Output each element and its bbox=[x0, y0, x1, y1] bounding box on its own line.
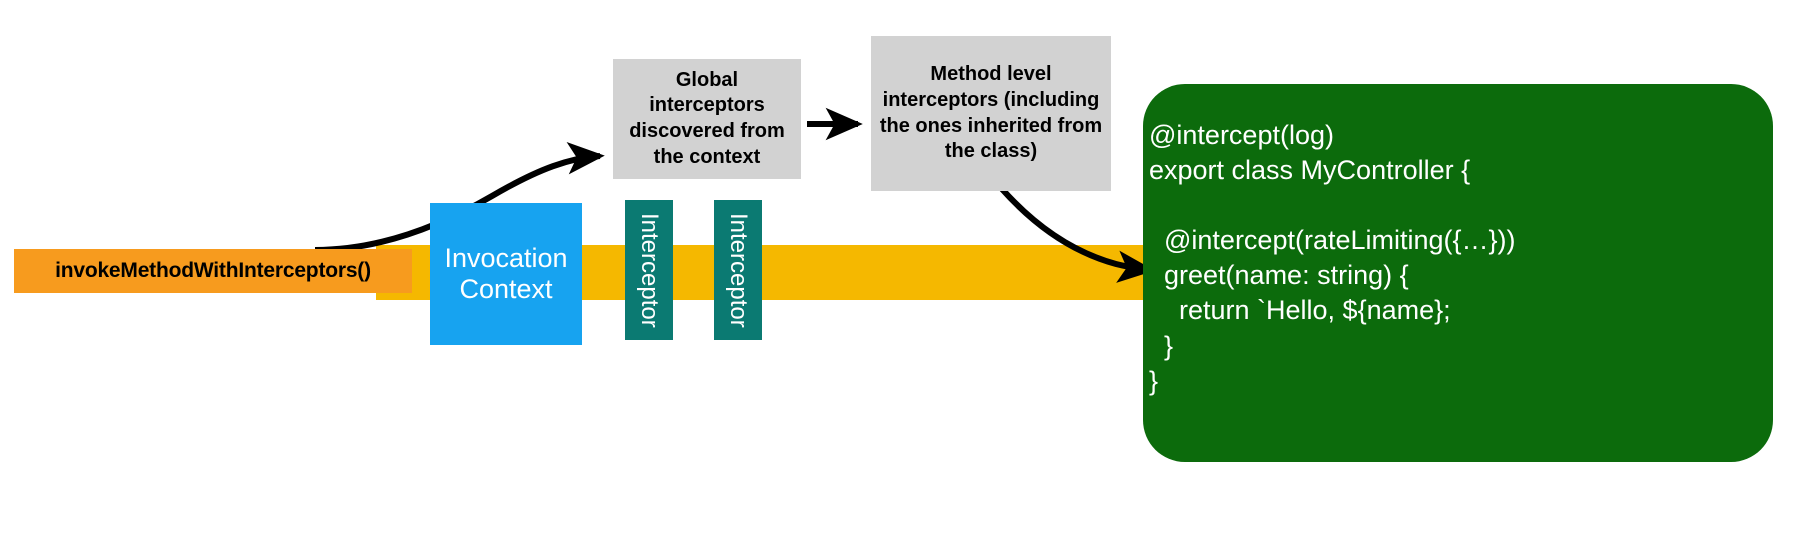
invoke-method-with-interceptors-box[interactable]: invokeMethodWithInterceptors() bbox=[14, 249, 412, 293]
connector-method-note-to-code bbox=[999, 187, 1155, 283]
invocation-context-box[interactable]: Invocation Context bbox=[430, 203, 582, 345]
invoke-method-label: invokeMethodWithInterceptors() bbox=[55, 259, 371, 282]
global-interceptors-note: Global interceptors discovered from the … bbox=[613, 59, 801, 179]
global-interceptors-text: Global interceptors discovered from the … bbox=[629, 68, 785, 168]
invocation-context-label: Invocation Context bbox=[444, 243, 567, 306]
invocation-context-line2: Context bbox=[459, 274, 553, 304]
method-level-interceptors-note: Method level interceptors (including the… bbox=[871, 36, 1111, 191]
interceptor-box-1[interactable]: Interceptor bbox=[625, 200, 673, 340]
method-level-interceptors-text: Method level interceptors (including the… bbox=[879, 63, 1103, 163]
interceptor-label-1: Interceptor bbox=[636, 212, 663, 328]
invocation-context-line1: Invocation bbox=[444, 242, 568, 273]
interceptor-label-2: Interceptor bbox=[725, 212, 752, 328]
interceptor-box-2[interactable]: Interceptor bbox=[714, 200, 762, 340]
controller-code-text: @intercept(log) export class MyControlle… bbox=[1149, 120, 1516, 396]
